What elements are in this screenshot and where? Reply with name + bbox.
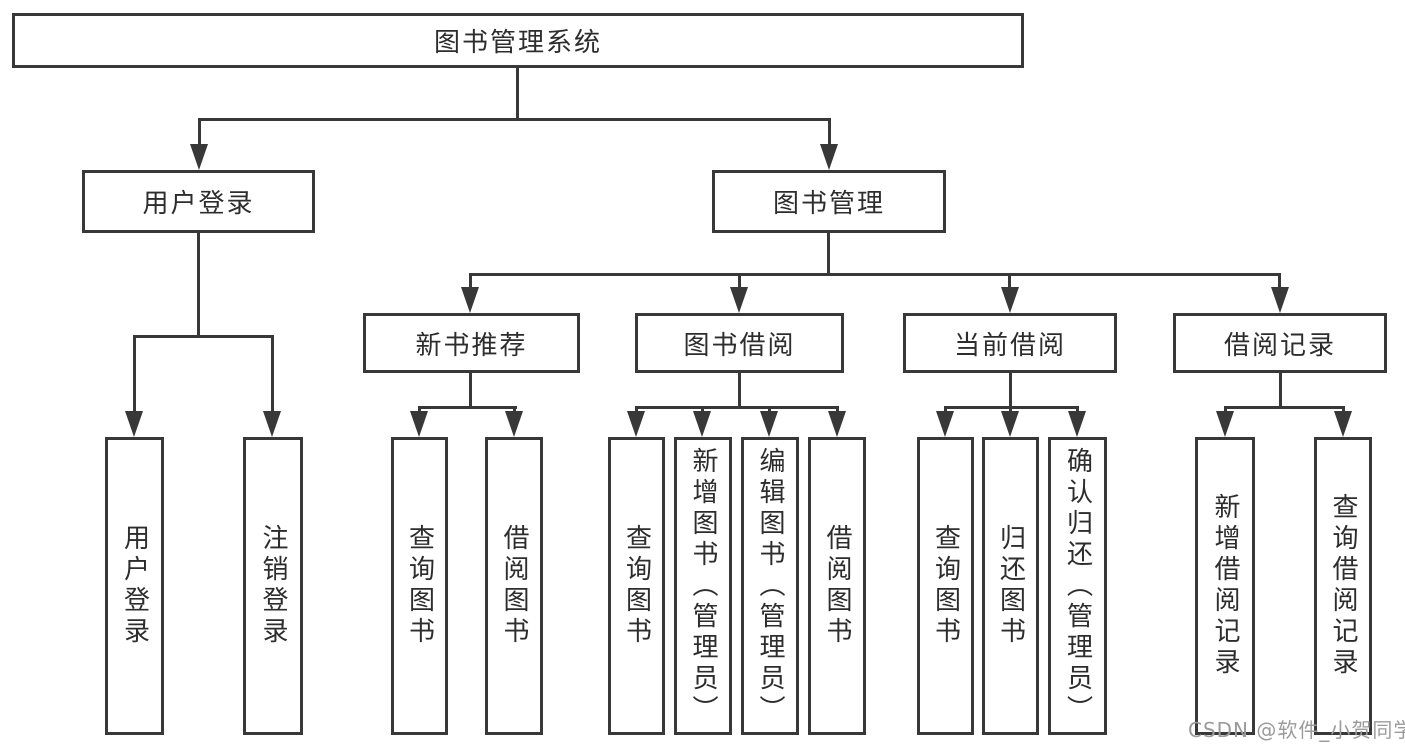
arrow-down-icon xyxy=(505,411,523,437)
edge-newbook-split xyxy=(418,406,517,409)
edge-bookmgmt-stem xyxy=(827,233,830,273)
edge-borrow-split xyxy=(635,406,839,409)
leaf-records-query: 查询借阅记录 xyxy=(1314,437,1372,735)
arrow-down-icon xyxy=(760,411,778,437)
arrow-down-icon xyxy=(190,144,208,170)
leaf-borrow-edit-admin: 编辑图书（管理员） xyxy=(741,437,799,735)
arrow-down-icon xyxy=(627,411,645,437)
node-new-book-recommend: 新书推荐 xyxy=(363,313,580,373)
leaf-current-confirm-admin: 确认归还（管理员） xyxy=(1048,437,1107,735)
arrow-down-icon xyxy=(461,287,479,313)
edge-current-stem xyxy=(1009,373,1012,406)
edge-userlogin-drop-1 xyxy=(133,335,136,415)
arrow-down-icon xyxy=(693,411,711,437)
leaf-borrow-add-admin: 新增图书（管理员） xyxy=(674,437,732,735)
edge-records-split xyxy=(1224,406,1345,409)
node-root: 图书管理系统 xyxy=(12,13,1024,68)
edge-records-stem xyxy=(1279,373,1282,406)
node-user-login: 用户登录 xyxy=(82,170,315,233)
edge-userlogin-stem xyxy=(197,233,200,335)
arrow-down-icon xyxy=(410,411,428,437)
edge-userlogin-drop-2 xyxy=(271,335,274,415)
edge-bookmgmt-split xyxy=(469,273,1281,276)
leaf-current-return: 归还图书 xyxy=(982,437,1039,735)
edge-bookmgmt-drop-4 xyxy=(1278,273,1281,298)
edge-root-stem xyxy=(516,68,519,118)
leaf-borrow-borrow: 借阅图书 xyxy=(808,437,866,735)
arrow-down-icon xyxy=(828,411,846,437)
edge-newbook-stem xyxy=(469,373,472,406)
leaf-logout: 注销登录 xyxy=(243,437,303,735)
arrow-down-icon xyxy=(820,144,838,170)
leaf-newbook-query: 查询图书 xyxy=(391,437,448,735)
edge-root-drop-right xyxy=(828,118,831,148)
node-borrow-records: 借阅记录 xyxy=(1173,313,1387,373)
leaf-newbook-borrow: 借阅图书 xyxy=(485,437,543,735)
node-book-borrow: 图书借阅 xyxy=(635,313,844,373)
leaf-records-add: 新增借阅记录 xyxy=(1195,437,1255,735)
edge-root-split xyxy=(198,118,831,121)
arrow-down-icon xyxy=(1001,287,1019,313)
arrow-down-icon xyxy=(125,411,143,437)
node-current-borrow: 当前借阅 xyxy=(903,313,1117,373)
node-book-management: 图书管理 xyxy=(712,170,946,233)
edge-borrow-stem xyxy=(738,373,741,406)
leaf-current-query: 查询图书 xyxy=(917,437,974,735)
arrow-down-icon xyxy=(730,287,748,313)
edge-root-drop-left xyxy=(198,118,201,148)
leaf-user-login: 用户登录 xyxy=(105,437,164,735)
arrow-down-icon xyxy=(1068,411,1086,437)
edge-bookmgmt-drop-1 xyxy=(469,273,472,298)
arrow-down-icon xyxy=(1216,411,1234,437)
csdn-watermark: CSDN @软件_小贺同学 xyxy=(1188,718,1405,742)
leaf-borrow-query: 查询图书 xyxy=(608,437,665,735)
edge-bookmgmt-drop-2 xyxy=(738,273,741,298)
edge-bookmgmt-drop-3 xyxy=(1008,273,1011,298)
arrow-down-icon xyxy=(1001,411,1019,437)
edge-userlogin-split xyxy=(133,335,274,338)
arrow-down-icon xyxy=(263,411,281,437)
arrow-down-icon xyxy=(1334,411,1352,437)
arrow-down-icon xyxy=(936,411,954,437)
arrow-down-icon xyxy=(1271,287,1289,313)
